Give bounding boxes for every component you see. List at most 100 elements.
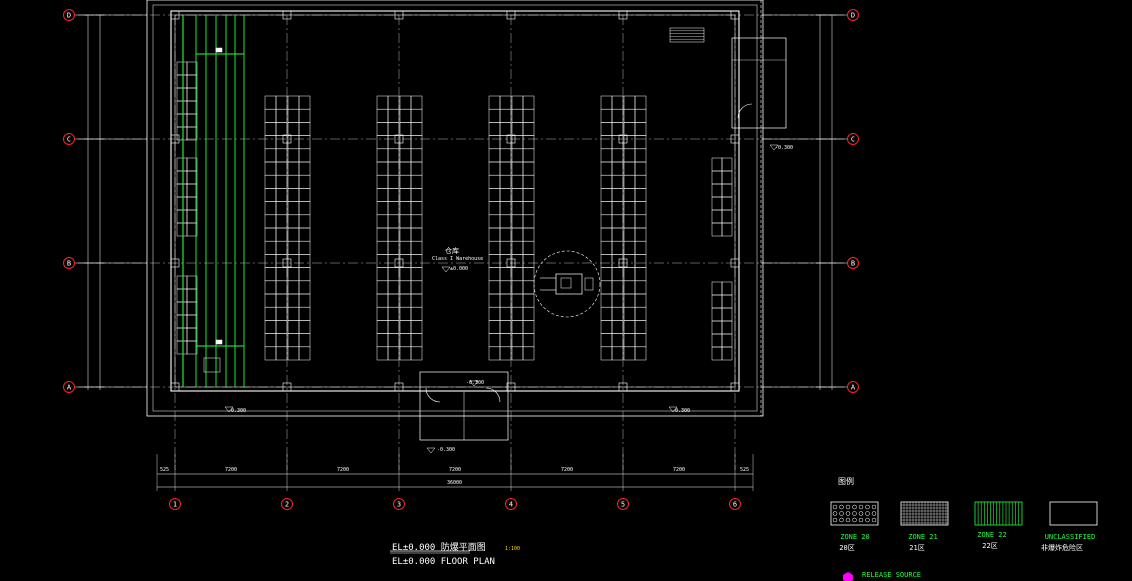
wall-rack-cell	[721, 320, 733, 335]
rack-cell	[634, 293, 647, 308]
rack-cell	[287, 333, 300, 348]
rack-cell	[522, 188, 535, 202]
grid-bubble-left-B	[63, 257, 75, 269]
elevation-marker	[441, 266, 451, 273]
rack-cell	[410, 201, 423, 216]
legend-pattern-dot	[858, 504, 864, 510]
rack-cell	[623, 320, 636, 334]
wall-rack-cell	[721, 346, 733, 361]
rack-cell	[287, 267, 300, 282]
rack-cell	[522, 95, 535, 110]
wall-rack-cell	[176, 340, 188, 355]
forklift-range-circle	[533, 250, 601, 318]
wall-rack-cell	[711, 209, 723, 224]
forklift-body	[555, 273, 583, 295]
rack-cell	[499, 320, 512, 334]
rack-cell	[600, 306, 613, 321]
structural-column	[282, 10, 292, 20]
rack-cell	[287, 135, 300, 150]
dim-bay-2: 7200	[337, 467, 350, 473]
elevation-marker	[426, 447, 436, 454]
rack-cell	[611, 201, 624, 216]
rack-cell	[264, 135, 277, 150]
rack-cell	[287, 174, 300, 189]
wall-rack-cell	[176, 157, 188, 172]
rack-cell	[634, 240, 647, 255]
rack-cell	[600, 254, 613, 268]
rack-cell	[600, 320, 613, 334]
legend-swatches	[390, 501, 1098, 581]
rack-cell	[264, 293, 277, 308]
rack-cell	[376, 293, 389, 308]
grid-bubble-left-C-text: C	[67, 136, 71, 144]
rack-cell	[264, 201, 277, 216]
rack-cell	[623, 333, 636, 348]
grid-bubble-left-B-text: B	[67, 260, 71, 268]
wall-rack-cell	[186, 87, 198, 102]
rack-cell	[298, 227, 311, 242]
rack-cell	[600, 188, 613, 202]
rack-cell	[376, 214, 389, 229]
rack-cell	[499, 306, 512, 321]
rack-cell	[600, 122, 613, 136]
rack-cell	[298, 320, 311, 334]
rack-cell	[287, 108, 300, 123]
wall-rack-cell	[721, 209, 733, 224]
rack-cell	[499, 214, 512, 229]
rack-cell	[275, 214, 288, 229]
rack-cell	[634, 188, 647, 202]
rack-cell	[634, 320, 647, 334]
structural-column	[730, 382, 740, 392]
wall-rack-cell	[711, 222, 723, 237]
rack-cell	[298, 122, 311, 136]
legend-pattern-dot	[871, 517, 877, 523]
rack-cell	[511, 320, 524, 334]
rack-cell	[511, 188, 524, 202]
rack-cell	[488, 254, 501, 268]
rack-cell	[634, 108, 647, 123]
rack-cell	[264, 254, 277, 268]
wall-rack-cell	[186, 288, 198, 303]
rack-cell	[387, 188, 400, 202]
rack-cell	[522, 240, 535, 255]
rack-cell	[399, 227, 412, 242]
rack-cell	[634, 214, 647, 229]
rack-cell	[499, 122, 512, 136]
grid-bubble-right-C	[847, 133, 859, 145]
rack-cell	[275, 306, 288, 321]
rack-cell	[275, 227, 288, 242]
rack-cell	[298, 280, 311, 295]
structural-column	[170, 258, 180, 268]
grid-bubble-right-A	[847, 381, 859, 393]
rack-cell	[634, 346, 647, 361]
rack-cell	[298, 161, 311, 176]
legend-pattern-dot	[871, 511, 877, 516]
door-swing	[737, 103, 753, 119]
rack-cell	[298, 240, 311, 255]
rack-cell	[600, 227, 613, 242]
rack-cell	[298, 214, 311, 229]
rack-cell	[387, 280, 400, 295]
rack-cell	[600, 108, 613, 123]
rack-cell	[488, 135, 501, 150]
dim-edge-right: 525	[740, 467, 750, 473]
grid-bubble-left-A	[63, 381, 75, 393]
wall-rack-cell	[186, 340, 198, 355]
rack-cell	[522, 320, 535, 334]
rack-cell	[399, 306, 412, 321]
rack-cell	[623, 188, 636, 202]
wall-rack-cell	[186, 196, 198, 211]
rack-cell	[376, 346, 389, 361]
wall-rack-cell	[186, 113, 198, 128]
zone-22-area	[182, 15, 245, 387]
legend-pattern-dot	[852, 517, 857, 523]
rack-cell	[623, 108, 636, 123]
grid-bubble-bottom-4-text: 4	[509, 501, 513, 509]
rack-cell	[522, 280, 535, 295]
rack-cell	[499, 227, 512, 242]
rack-cell	[499, 293, 512, 308]
legend-pattern-dot	[839, 517, 844, 523]
wall-rack-cell	[721, 222, 733, 237]
grid-bubble-bottom-1	[169, 498, 181, 510]
